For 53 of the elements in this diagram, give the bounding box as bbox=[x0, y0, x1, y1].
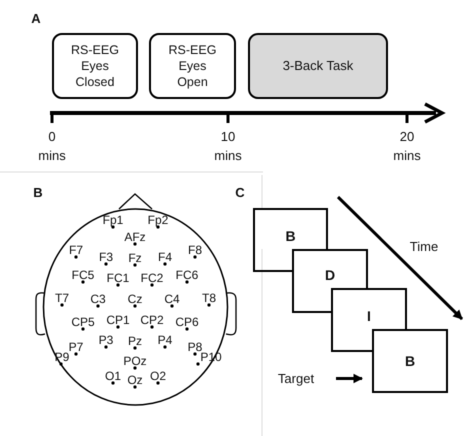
stimulus-card bbox=[292, 249, 368, 288]
panel-letter: A bbox=[31, 12, 41, 25]
tick-label: 20 mins bbox=[392, 128, 422, 165]
stimulus-card bbox=[253, 208, 328, 249]
electrode-label: P4 bbox=[158, 334, 172, 346]
electrode-label: F7 bbox=[68, 244, 83, 256]
electrode-label: CP1 bbox=[106, 314, 130, 326]
electrode-label: P7 bbox=[68, 341, 84, 353]
electrode-label: Fp1 bbox=[102, 214, 124, 226]
electrode-label: F3 bbox=[98, 251, 113, 263]
electrode-label: Fp2 bbox=[148, 214, 168, 226]
electrode-label: Fz bbox=[128, 252, 142, 264]
phase-label: 3-Back Task bbox=[282, 57, 354, 75]
stimulus-letter: D bbox=[324, 266, 336, 285]
arrow bbox=[336, 374, 363, 384]
electrode-label: P3 bbox=[98, 334, 114, 346]
electrode-label: C3 bbox=[90, 293, 106, 305]
electrode-label: C4 bbox=[164, 293, 180, 305]
target-label: Target bbox=[270, 370, 322, 387]
electrode-label: P8 bbox=[188, 341, 202, 353]
electrode-label: F4 bbox=[158, 251, 172, 263]
electrode-label: T7 bbox=[54, 292, 69, 304]
stimulus-letter: B bbox=[284, 227, 297, 246]
electrode-label: F8 bbox=[188, 244, 202, 256]
electrode-label: T8 bbox=[202, 292, 216, 304]
electrode-label: FC5 bbox=[72, 269, 94, 281]
phase-label: RS-EEG Eyes Closed bbox=[70, 42, 120, 90]
electrode-label: Cz bbox=[128, 293, 142, 305]
electrode-label: Pz bbox=[128, 335, 142, 347]
stimulus-letter: I bbox=[366, 307, 372, 326]
electrode-label: O1 bbox=[104, 370, 121, 382]
panel-letter: C bbox=[235, 186, 245, 199]
electrode-label: O2 bbox=[150, 370, 166, 382]
electrode-label: POz bbox=[123, 355, 147, 367]
electrode-label: Oz bbox=[127, 374, 143, 386]
electrode-label: CP2 bbox=[140, 314, 164, 326]
task-box bbox=[248, 33, 388, 99]
phase-box bbox=[52, 33, 138, 99]
electrode-label: CP5 bbox=[71, 316, 95, 328]
electrode-label: FC2 bbox=[140, 272, 164, 284]
stimulus-card bbox=[372, 329, 448, 393]
electrode-label: CP6 bbox=[175, 316, 199, 328]
electrode-label: AFz bbox=[124, 231, 146, 243]
phase-label: RS-EEG Eyes Open bbox=[168, 42, 218, 90]
tick-label: 0 mins bbox=[37, 128, 67, 165]
stimulus-letter: B bbox=[404, 352, 416, 370]
axis-label: Time bbox=[410, 240, 438, 253]
panel-letter: B bbox=[33, 186, 43, 199]
stimulus-card bbox=[331, 288, 407, 329]
phase-box bbox=[149, 33, 236, 99]
tick-label: 10 mins bbox=[213, 128, 243, 165]
electrode-label: FC1 bbox=[106, 272, 130, 284]
electrode-label: FC6 bbox=[176, 269, 198, 281]
